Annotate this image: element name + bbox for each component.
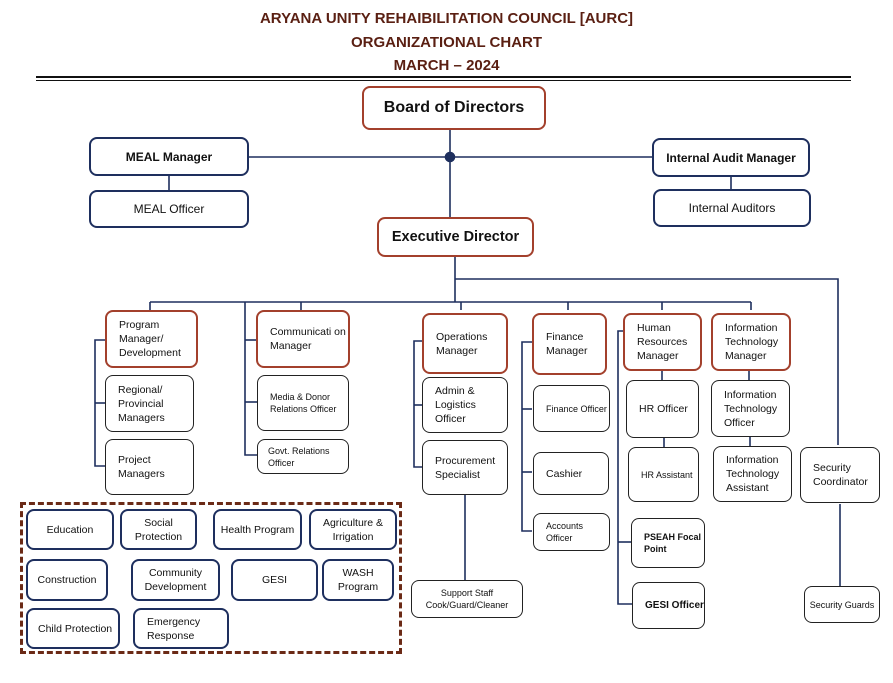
program-area-wash[interactable]: WASH Program (322, 559, 394, 601)
program-area-gesi[interactable]: GESI (231, 559, 318, 601)
header-rule-bottom (36, 80, 851, 81)
it-manager-box[interactable]: Information Technology Manager (711, 313, 791, 371)
program-area-child-protection[interactable]: Child Protection (26, 608, 120, 649)
procurement-specialist-box[interactable]: Procurement Specialist (422, 440, 508, 495)
program-area-education[interactable]: Education (26, 509, 114, 550)
cashier-box[interactable]: Cashier (533, 452, 609, 495)
admin-logistics-officer-box[interactable]: Admin & Logistics Officer (422, 377, 508, 433)
chart-title: ORGANIZATIONAL CHART (350, 34, 543, 51)
executive-director-box[interactable]: Executive Director (377, 217, 534, 257)
header-rule-top (36, 76, 851, 78)
board-of-directors-box[interactable]: Board of Directors (362, 86, 546, 130)
gesi-officer-box[interactable]: GESI Officer (632, 582, 705, 629)
meal-officer-box[interactable]: MEAL Officer (89, 190, 249, 228)
project-managers-box[interactable]: Project Managers (105, 439, 194, 495)
finance-officer-box[interactable]: Finance Officer (533, 385, 610, 432)
line-security (455, 278, 839, 445)
internal-auditors-box[interactable]: Internal Auditors (653, 189, 811, 227)
it-officer-box[interactable]: Information Technology Officer (711, 380, 790, 437)
security-guards-box[interactable]: Security Guards (804, 586, 880, 623)
program-area-agriculture[interactable]: Agriculture & Irrigation (309, 509, 397, 550)
hr-officer-box[interactable]: HR Officer (626, 380, 699, 438)
support-staff-box[interactable]: Support Staff Cook/Guard/Cleaner (411, 580, 523, 618)
it-assistant-box[interactable]: Information Technology Assistant (713, 446, 792, 502)
accounts-officer-box[interactable]: Accounts Officer (533, 513, 610, 551)
org-name: ARYANA UNITY REHAIBILITATION COUNCIL [AU… (259, 10, 634, 27)
internal-audit-manager-box[interactable]: Internal Audit Manager (652, 138, 810, 177)
regional-managers-box[interactable]: Regional/ Provincial Managers (105, 375, 194, 432)
meal-manager-box[interactable]: MEAL Manager (89, 137, 249, 176)
media-donor-officer-box[interactable]: Media & Donor Relations Officer (257, 375, 349, 431)
program-area-community-development[interactable]: Community Development (131, 559, 220, 601)
chart-date: MARCH – 2024 (393, 57, 500, 74)
program-areas-group (20, 502, 402, 654)
program-area-emergency-response[interactable]: Emergency Response (133, 608, 229, 649)
communication-manager-box[interactable]: Communicati on Manager (256, 310, 350, 368)
program-area-construction[interactable]: Construction (26, 559, 108, 601)
govt-relations-officer-box[interactable]: Govt. Relations Officer (257, 439, 349, 474)
junction-dot (444, 151, 456, 163)
hr-assistant-box[interactable]: HR Assistant (628, 447, 699, 502)
operations-manager-box[interactable]: Operations Manager (422, 313, 508, 374)
security-coordinator-box[interactable]: Security Coordinator (800, 447, 880, 503)
program-manager-box[interactable]: Program Manager/ Development (105, 310, 198, 368)
finance-manager-box[interactable]: Finance Manager (532, 313, 607, 375)
program-area-health[interactable]: Health Program (213, 509, 302, 550)
pseah-focal-point-box[interactable]: PSEAH Focal Point (631, 518, 705, 568)
program-area-social-protection[interactable]: Social Protection (120, 509, 197, 550)
hr-manager-box[interactable]: Human Resources Manager (623, 313, 702, 371)
